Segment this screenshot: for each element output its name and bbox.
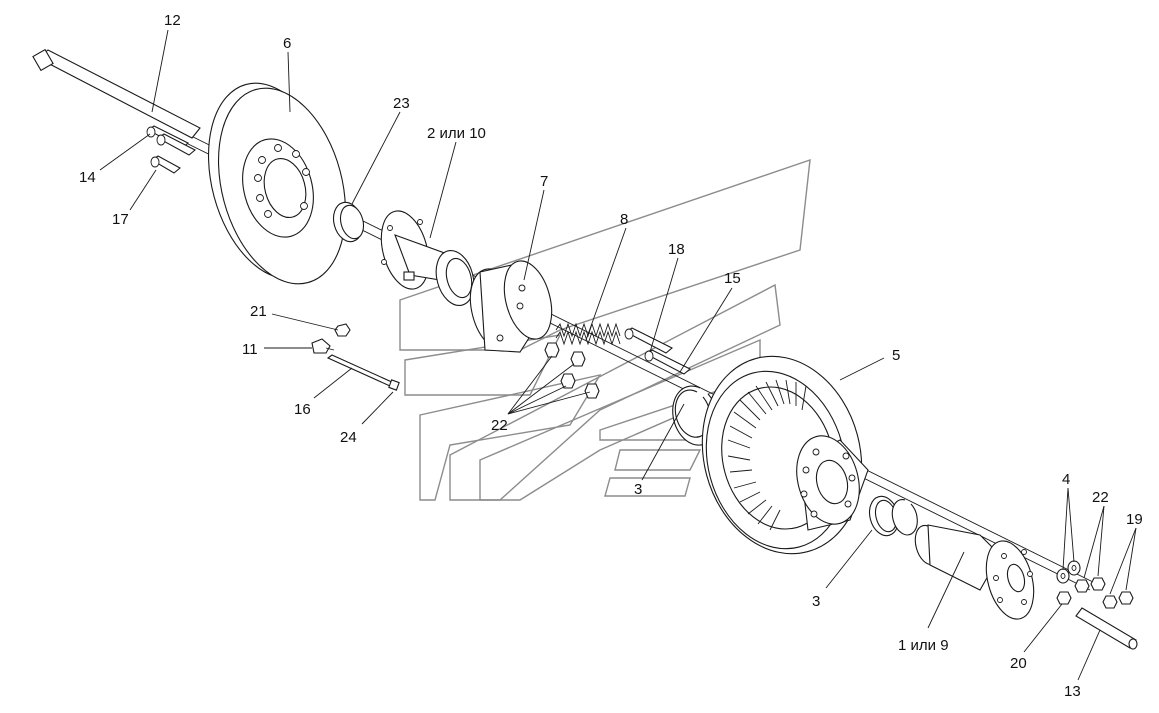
label-19: 19 [1126,511,1143,528]
label-22-right: 22 [1092,489,1109,506]
label-7: 7 [540,173,548,190]
pulley-spokes [727,379,807,531]
label-2-10: 2 или 10 [427,125,486,142]
label-6: 6 [283,35,291,52]
hub-1-9 [914,524,1035,620]
nuts-19 [1102,591,1134,609]
nut-21 [334,323,351,337]
nut-20 [1056,591,1072,605]
disc-6 [207,82,347,285]
washers-4 [1056,560,1081,584]
label-3-lower: 3 [812,593,820,610]
label-3-upper: 3 [634,481,642,498]
label-16: 16 [294,401,311,418]
label-1-9: 1 или 9 [898,637,949,654]
hub-2-10 [380,210,475,306]
label-17: 17 [112,211,129,228]
part-labels: 12 6 23 2 или 10 7 8 18 15 5 14 17 21 11… [79,12,1143,700]
label-15: 15 [724,270,741,287]
label-18: 18 [668,241,685,258]
label-12: 12 [164,12,181,29]
ring-23 [332,201,365,243]
spring-8 [555,322,621,346]
rod-16 [326,354,396,387]
label-8: 8 [620,211,628,228]
label-11: 11 [242,341,258,358]
label-22-center: 22 [491,417,508,434]
label-5: 5 [892,347,900,364]
pin-18 [624,327,673,354]
label-20: 20 [1010,655,1027,672]
bolt-17 [150,155,181,174]
pin-13 [1075,607,1138,650]
part-24 [388,379,400,391]
cylinder-7 [469,260,553,353]
label-21: 21 [250,303,267,320]
label-13: 13 [1064,683,1081,700]
nuts-22-right [1074,577,1106,593]
label-24: 24 [340,429,357,446]
fitting-11 [311,338,335,354]
label-14: 14 [79,169,96,186]
label-4: 4 [1062,471,1070,488]
leader-lines [99,29,1137,681]
snap-rings-3-lower [868,495,918,537]
bolt-12 [32,48,201,139]
pin-15 [644,349,691,375]
bolts-14 [146,125,196,156]
label-23: 23 [393,95,410,112]
pulley-5 [701,355,869,555]
nuts-22-center [544,342,600,399]
